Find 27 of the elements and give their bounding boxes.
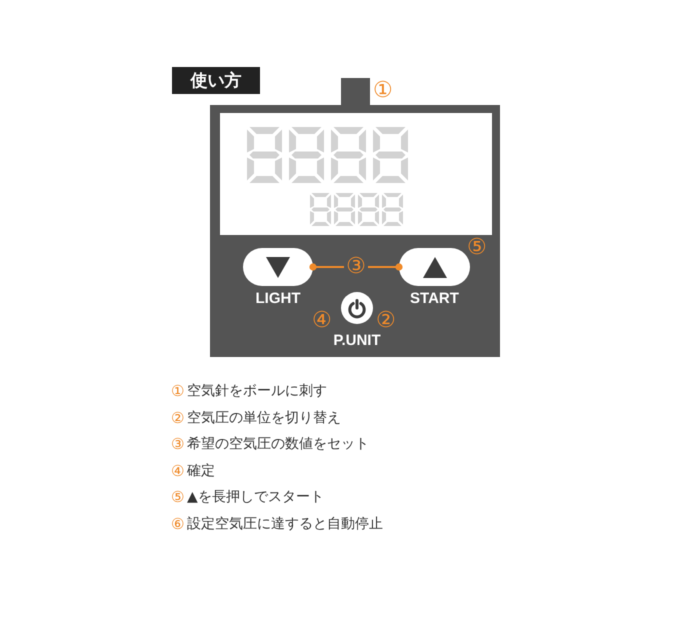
rounded-button (243, 248, 313, 286)
list-number: ⑥ (171, 517, 184, 532)
button-label: P.UNIT (332, 333, 382, 348)
round-button (341, 292, 373, 324)
rounded-button (399, 248, 470, 286)
device-panel (210, 105, 500, 357)
callout-number: ② (376, 310, 396, 332)
list-number: ④ (171, 464, 184, 479)
title-banner: 使い方 (172, 67, 260, 94)
instruction-text: 空気針をボールに刺す (187, 384, 327, 398)
button-label: LIGHT (254, 291, 302, 306)
leader-line (368, 263, 403, 271)
list-number: ① (171, 384, 184, 399)
callout-number: ① (373, 80, 393, 102)
instruction-text: 設定空気圧に達すると自動停止 (187, 517, 383, 531)
list-number: ② (171, 410, 184, 426)
callout-number: ⑤ (467, 237, 487, 259)
leader-line (309, 263, 344, 271)
callout-number: ④ (312, 310, 332, 332)
instruction-text: 空気圧の単位を切り替え (187, 410, 341, 425)
instruction-text: ▲を長押しでスタート (187, 490, 324, 504)
list-number: ③ (171, 437, 184, 452)
list-number: ⑤ (171, 490, 184, 506)
instruction-text: 希望の空気圧の数値をセット (187, 437, 369, 452)
callout-number: ③ (344, 256, 368, 278)
button-label: START (409, 291, 460, 306)
instruction-text: 確定 (187, 464, 215, 478)
